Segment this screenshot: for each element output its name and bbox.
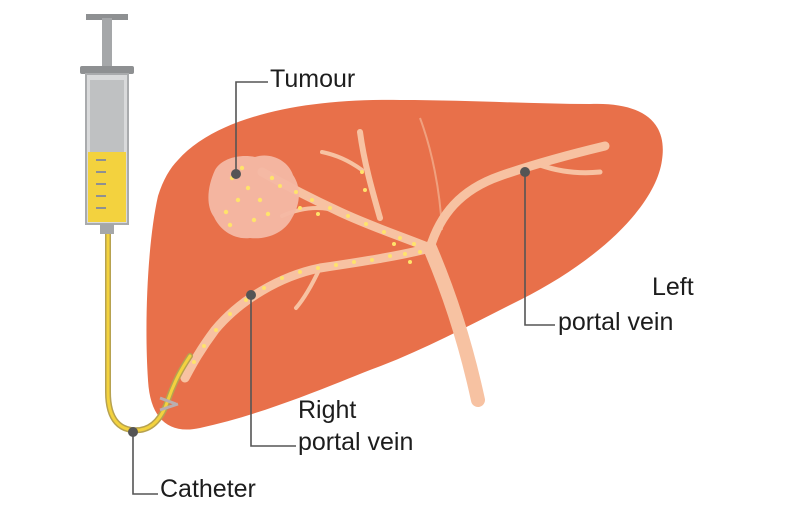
tumour-marker [231, 169, 241, 179]
marker-dots [128, 167, 530, 437]
tumour-label: Tumour [270, 65, 356, 93]
right-portal-vein-leader [250, 295, 296, 447]
left-portal-vein-leader [524, 172, 555, 326]
left-portal-vein-label-line2: portal vein [558, 308, 674, 336]
left-portal-vein-marker [520, 167, 530, 177]
right-portal-vein-label-line2: portal vein [298, 428, 414, 456]
catheter-clip [159, 396, 179, 412]
catheter-fluid [106, 230, 192, 432]
catheter-leader [132, 432, 158, 495]
leader-lines [132, 81, 555, 495]
catheter-label: Catheter [160, 475, 256, 503]
left-portal-vein-label-line1: Left [652, 273, 694, 301]
syringe [80, 14, 134, 234]
tumour [208, 155, 299, 239]
right-portal-vein-marker [246, 290, 256, 300]
catheter-marker [128, 427, 138, 437]
right-portal-vein-label-line1: Right [298, 396, 357, 424]
tumour-leader [235, 81, 268, 174]
